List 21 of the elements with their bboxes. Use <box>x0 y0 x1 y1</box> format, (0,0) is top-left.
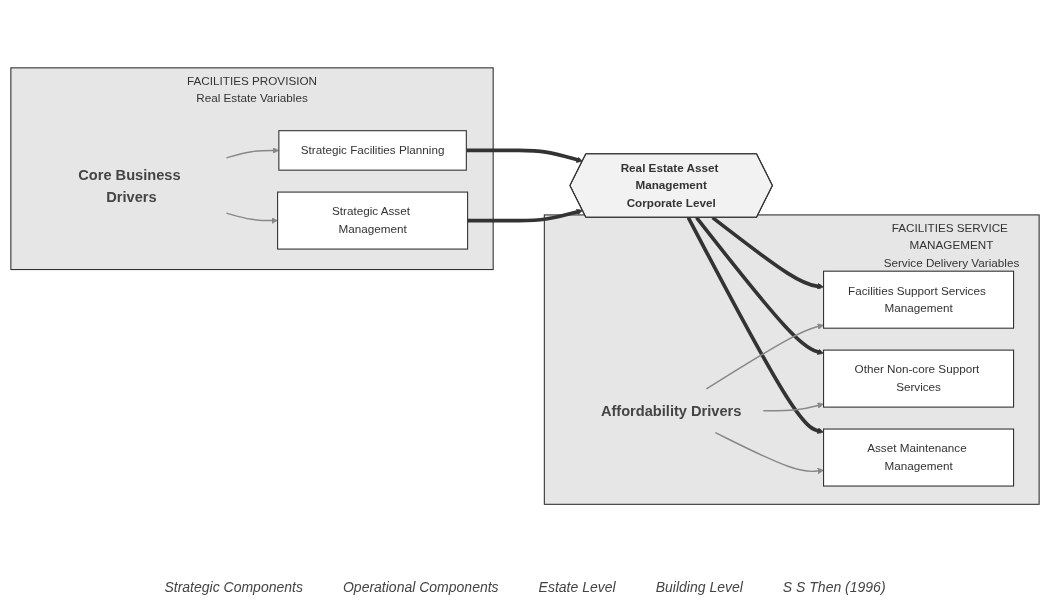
arrow <box>762 402 824 412</box>
arrow <box>686 217 824 435</box>
arrow <box>711 216 824 290</box>
node-text: Core Business Drivers <box>78 166 181 205</box>
arrow <box>467 209 583 223</box>
node-box: Strategic Facilities Planning <box>278 130 467 172</box>
arrow <box>225 212 278 225</box>
node-text: Affordability Drivers <box>600 403 742 420</box>
node-box: Other Non-core Support Services <box>823 350 1015 409</box>
node-box: Asset Maintenance Management <box>823 428 1015 487</box>
arrow <box>695 216 824 356</box>
node-box: Facilities Support Services Management <box>823 271 1015 330</box>
note-label: Estate Level <box>538 579 616 595</box>
arrow <box>714 432 824 475</box>
note-label: Building Level <box>655 579 743 595</box>
note-label: S S Then (1996) <box>782 579 886 595</box>
arrow <box>705 323 824 390</box>
node-box: Strategic Asset Management <box>277 191 469 251</box>
note-label: Strategic Components <box>164 579 303 595</box>
note-label: Operational Components <box>342 579 499 595</box>
arrow <box>466 149 583 164</box>
